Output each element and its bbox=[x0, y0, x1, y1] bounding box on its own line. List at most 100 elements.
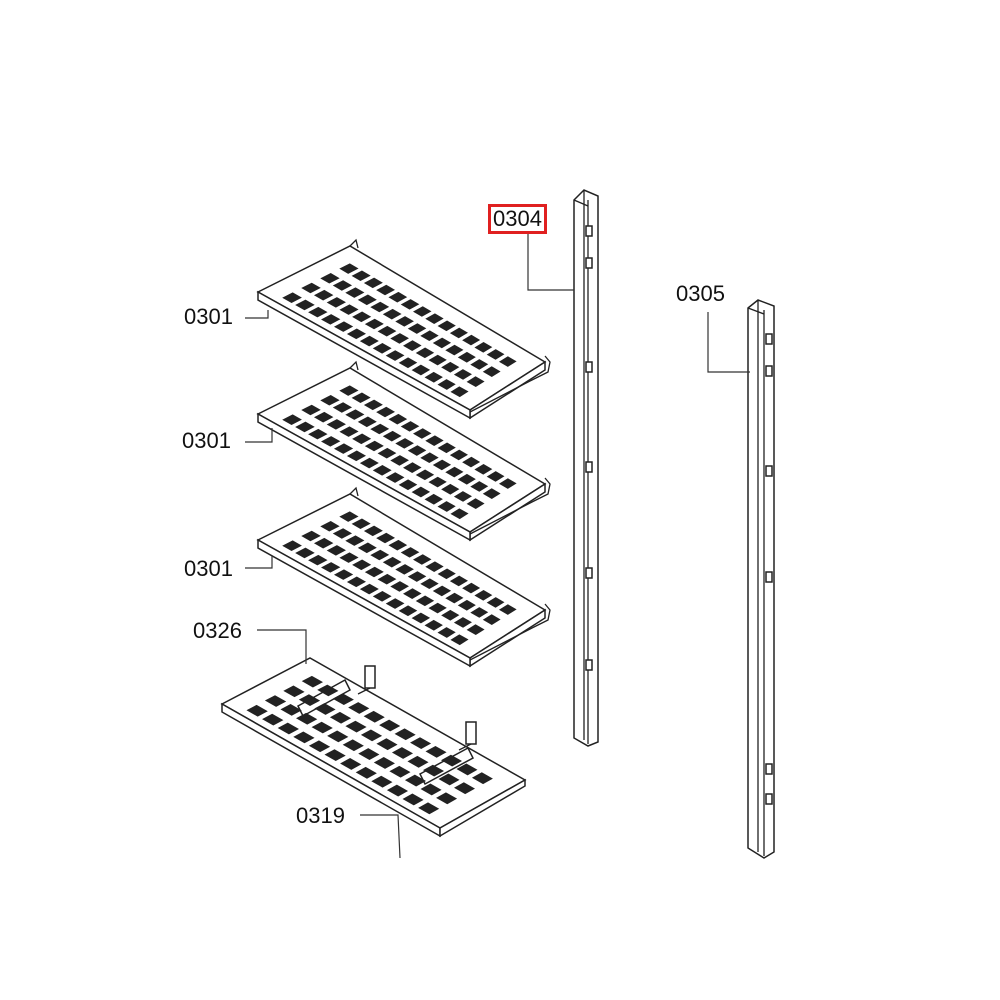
vent-slot bbox=[457, 473, 476, 485]
vent-slot bbox=[456, 763, 478, 776]
vent-slot bbox=[449, 449, 468, 461]
vent-slot bbox=[420, 578, 439, 590]
vent-slot bbox=[404, 774, 427, 787]
vent-slot bbox=[308, 740, 331, 753]
vent-slot bbox=[466, 624, 485, 636]
vent-slot bbox=[364, 566, 384, 578]
vent-slot bbox=[425, 435, 444, 446]
vent-slot bbox=[345, 287, 365, 298]
vent-slot bbox=[466, 376, 485, 388]
vent-slot bbox=[301, 675, 324, 688]
vent-slot bbox=[326, 297, 346, 308]
vent-slot bbox=[453, 617, 472, 628]
vent-slot bbox=[339, 385, 359, 396]
vent-slot bbox=[345, 720, 367, 733]
rail-notch bbox=[765, 365, 773, 377]
vent-slot bbox=[346, 328, 367, 340]
vent-slot bbox=[474, 589, 493, 601]
vent-slot bbox=[418, 802, 440, 815]
vent-slot bbox=[373, 757, 395, 769]
vent-slot bbox=[382, 308, 402, 320]
vent-slot bbox=[466, 498, 485, 510]
vent-slot bbox=[415, 595, 435, 607]
vent-slot bbox=[453, 491, 472, 502]
vent-slot bbox=[482, 488, 501, 499]
vent-slot bbox=[282, 292, 302, 303]
label-0301-top: 0301 bbox=[184, 304, 233, 329]
vent-slot bbox=[438, 773, 460, 786]
vent-slot bbox=[363, 277, 383, 289]
label-0326: 0326 bbox=[193, 618, 242, 643]
vent-slot bbox=[370, 301, 390, 313]
vent-slot bbox=[398, 605, 418, 617]
vent-slot bbox=[420, 330, 439, 342]
vent-slot bbox=[357, 416, 377, 428]
vent-slot bbox=[363, 710, 385, 723]
vent-slot bbox=[333, 443, 354, 454]
vent-slot bbox=[486, 349, 505, 360]
vent-slot bbox=[301, 530, 321, 542]
vent-slot bbox=[352, 433, 372, 445]
label-0304-highlighted[interactable]: 0304 bbox=[488, 204, 547, 234]
vent-slot bbox=[377, 325, 397, 337]
vent-slot bbox=[420, 783, 442, 796]
vent-slot bbox=[407, 323, 427, 334]
vent-slot bbox=[296, 712, 318, 725]
vent-slot bbox=[246, 704, 268, 717]
vent-slot bbox=[345, 535, 365, 546]
vent-slot bbox=[398, 479, 418, 491]
rail-notch bbox=[585, 567, 593, 579]
vent-slot bbox=[283, 685, 305, 698]
rail-notch bbox=[765, 465, 773, 477]
vent-slot bbox=[320, 521, 340, 532]
vent-slot bbox=[457, 351, 476, 363]
vent-slot bbox=[379, 719, 401, 732]
vent-slot bbox=[415, 347, 435, 359]
vent-slot bbox=[320, 273, 340, 284]
vent-slot bbox=[432, 459, 452, 471]
vent-slot bbox=[313, 289, 334, 301]
vent-slot bbox=[413, 306, 432, 317]
vent-slot bbox=[359, 583, 379, 595]
vent-slot bbox=[440, 754, 463, 767]
vent-slot bbox=[364, 440, 384, 452]
vent-slot bbox=[342, 739, 364, 752]
vent-slot bbox=[425, 561, 444, 572]
vent-slot bbox=[262, 713, 284, 726]
vent-slot bbox=[388, 539, 408, 551]
vent-slot bbox=[314, 703, 336, 715]
vent-slot bbox=[394, 728, 416, 741]
vent-slot bbox=[332, 528, 353, 539]
vent-slot bbox=[340, 758, 362, 770]
vent-slot bbox=[415, 469, 435, 481]
vent-slot bbox=[425, 313, 444, 324]
vent-slot bbox=[332, 402, 353, 413]
vent-slot bbox=[360, 729, 383, 742]
vent-slot bbox=[372, 342, 392, 354]
vent-slot bbox=[346, 576, 367, 588]
vent-slot bbox=[385, 350, 405, 361]
vent-slot bbox=[428, 476, 447, 488]
vent-slot bbox=[445, 466, 464, 478]
vent-slot bbox=[471, 772, 493, 785]
vent-slot bbox=[280, 704, 302, 716]
vent-slot bbox=[364, 318, 384, 330]
rail-notch bbox=[585, 461, 593, 473]
vent-slot bbox=[395, 316, 414, 327]
vent-slot bbox=[333, 569, 354, 580]
vent-slot bbox=[437, 379, 456, 390]
vent-slot bbox=[462, 456, 481, 468]
vent-slot bbox=[407, 755, 429, 768]
vent-slot bbox=[486, 597, 505, 608]
vent-slot bbox=[395, 564, 414, 575]
vent-slot bbox=[470, 607, 489, 618]
vent-slot bbox=[450, 634, 469, 646]
rail-notch bbox=[585, 257, 593, 269]
rail-notch bbox=[765, 333, 773, 345]
vent-slot bbox=[453, 782, 476, 795]
vent-slot bbox=[428, 602, 447, 614]
vent-slot bbox=[358, 748, 380, 760]
shelf-0301-middle bbox=[256, 360, 551, 542]
vent-slot bbox=[332, 693, 354, 706]
